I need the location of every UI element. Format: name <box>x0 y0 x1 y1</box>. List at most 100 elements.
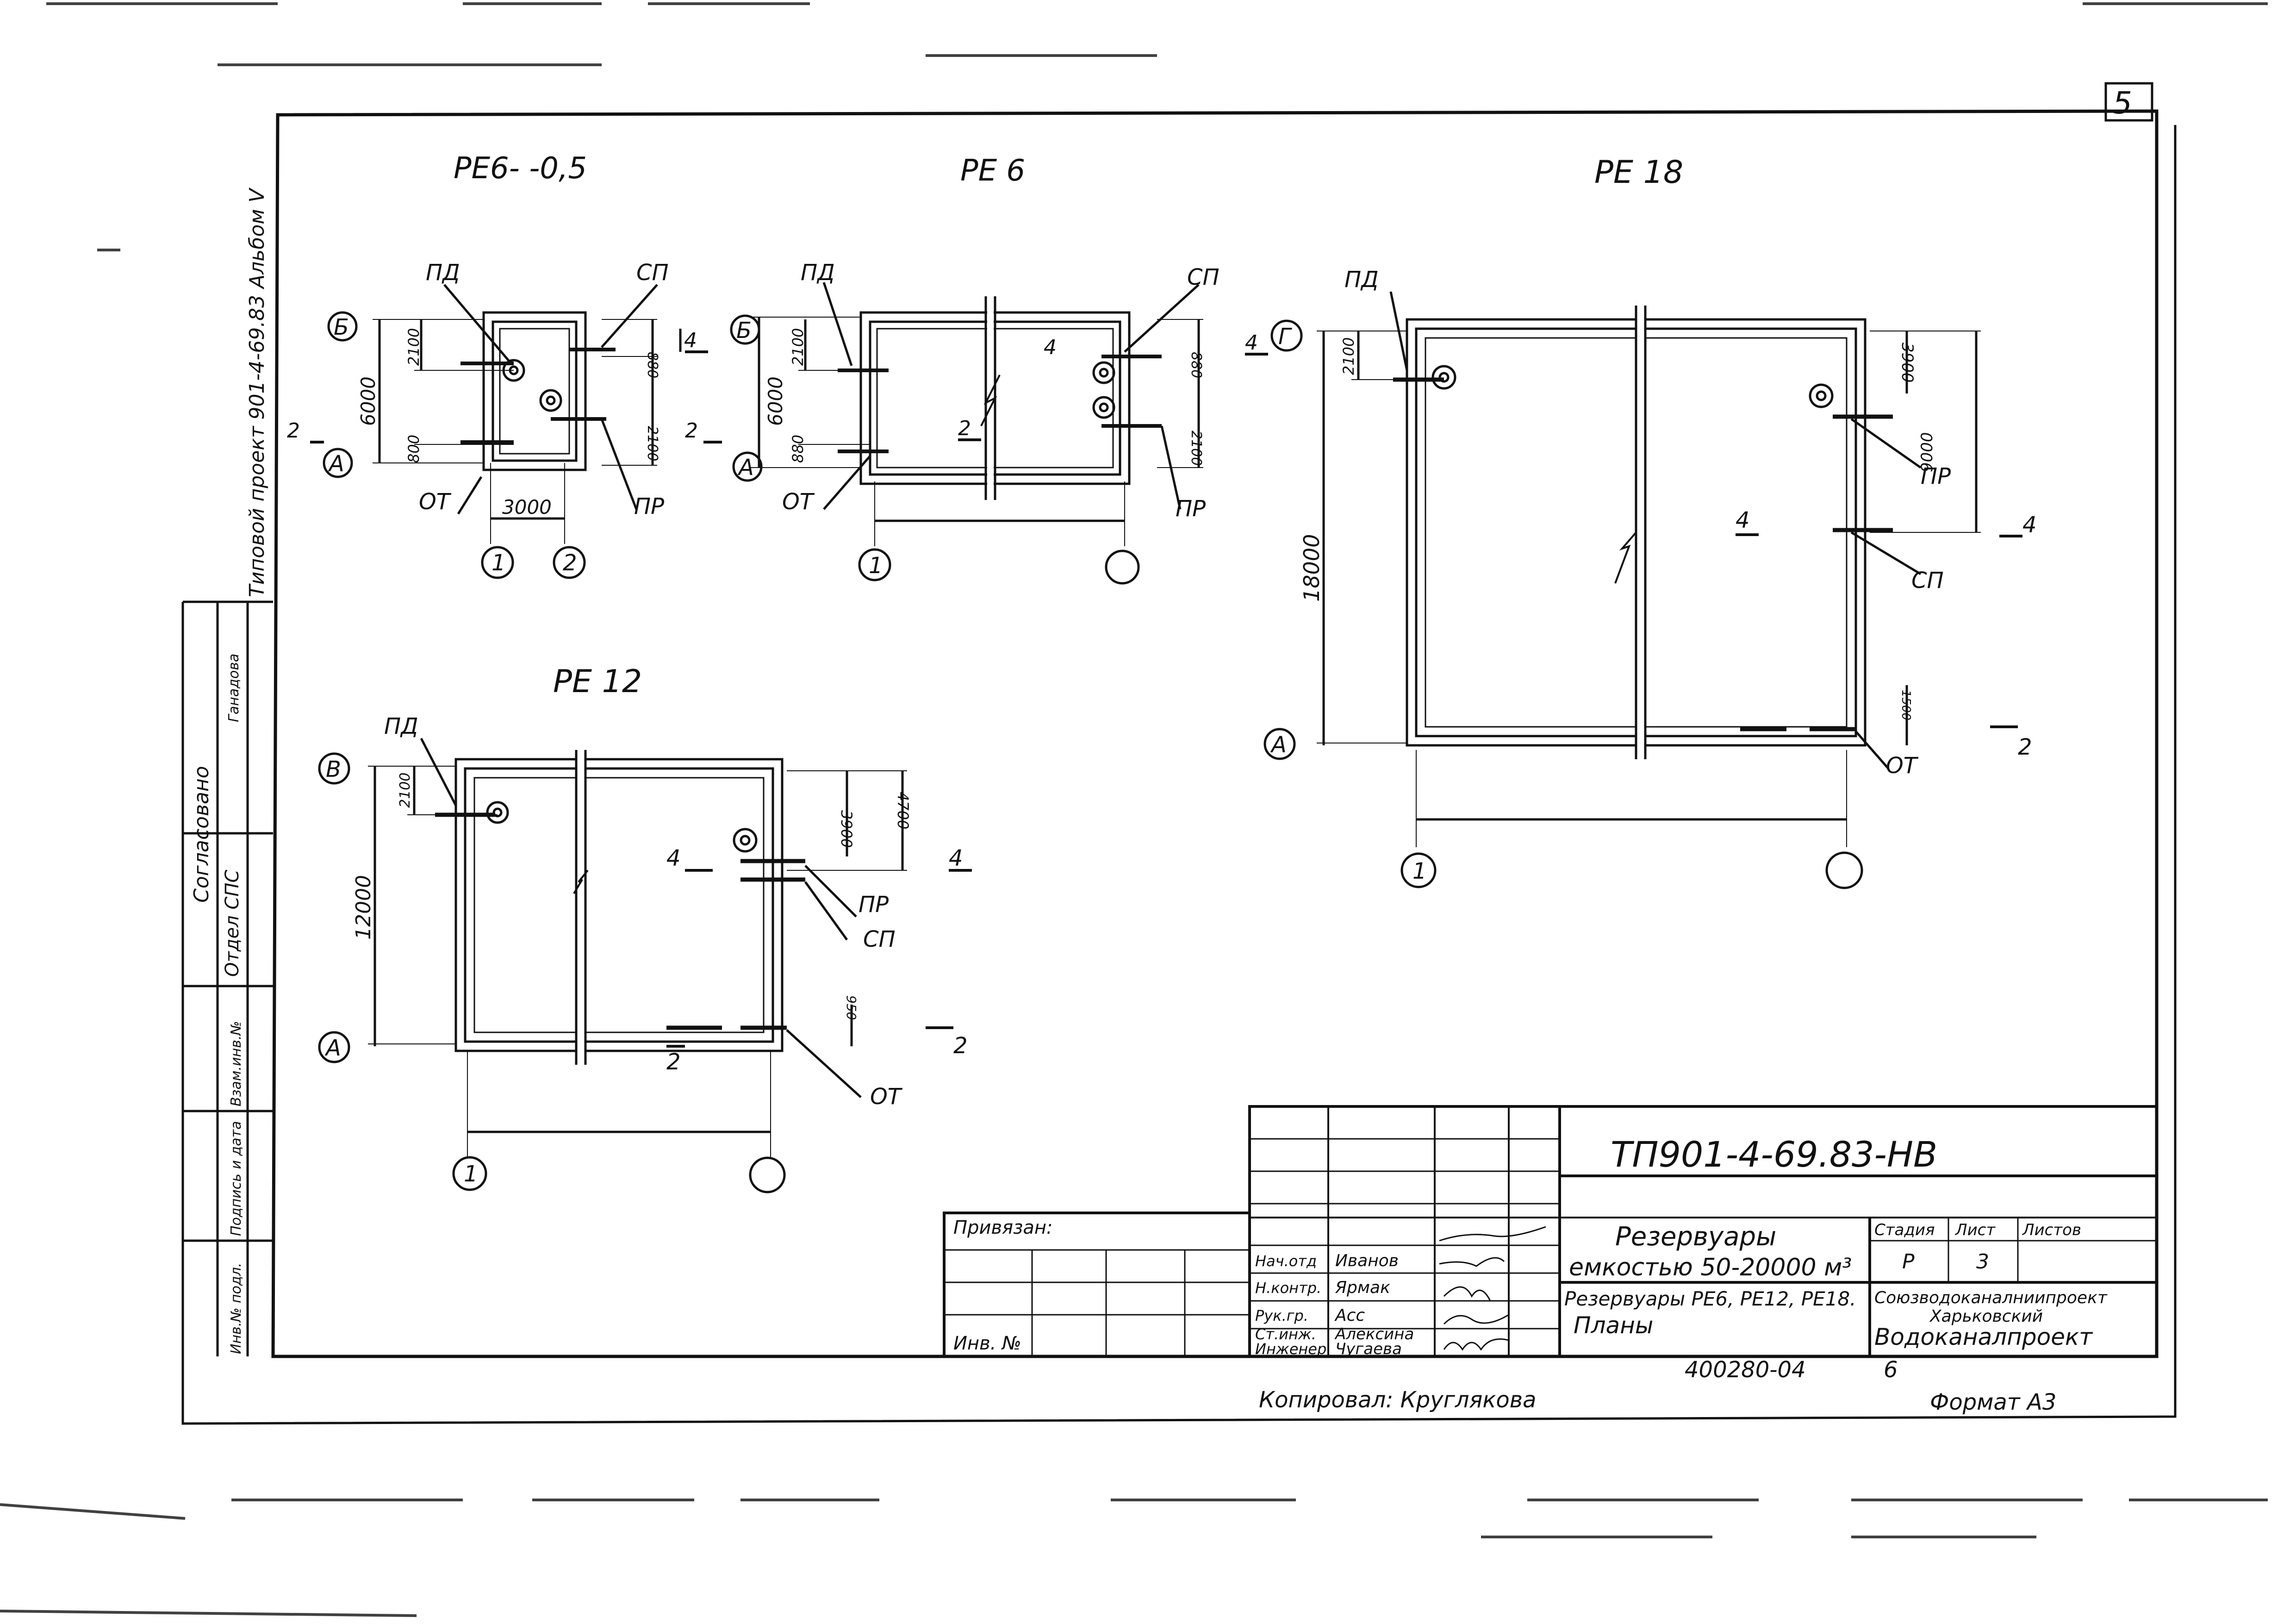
axis-label: А <box>737 455 754 481</box>
dimension-label: 2100 <box>789 328 807 366</box>
side-field-replace: Взам.инв.№ <box>228 1021 244 1106</box>
plan-pe6-05: PE6- -0,5 <box>287 151 708 579</box>
sheet-number: 5 <box>2113 85 2132 121</box>
title-block: ТП901-4-69.83-НВ Привязан: Инв. № Нач.от… <box>943 1105 2158 1415</box>
dimension-label: 3900 <box>1898 343 1916 383</box>
format-label: Формат А3 <box>1930 1389 2056 1415</box>
approval-signature: Ганадова <box>226 654 242 722</box>
callout-pr: ПР <box>1176 496 1206 522</box>
callout-sp: СП <box>1911 568 1944 593</box>
dimension-label: 2100 <box>397 773 413 808</box>
dimension-label: 880 <box>789 435 807 463</box>
dimension-label: 3000 <box>502 496 552 518</box>
section-mark: 4 <box>949 845 963 871</box>
role-label: Ст.инж. <box>1255 1325 1316 1343</box>
plan-title: PE6- -0,5 <box>454 151 587 186</box>
axis-label: Б <box>334 314 349 340</box>
section-mark: 2 <box>2018 734 2032 760</box>
dimension-label: 18000 <box>1299 534 1324 602</box>
stage-value: Р <box>1902 1250 1915 1274</box>
object-name: Резервуары <box>1615 1222 1776 1252</box>
sheet-header: Лист <box>1954 1221 1996 1239</box>
dimension-label: 950 <box>844 995 859 1020</box>
person-name: Ярмак <box>1335 1278 1390 1297</box>
person-name: Иванов <box>1335 1251 1399 1270</box>
callout-sp: СП <box>636 260 669 286</box>
dimension-label: 2100 <box>1340 337 1357 375</box>
plan-title: PE 6 <box>960 154 1025 188</box>
callout-ot: ОТ <box>419 489 452 515</box>
callout-sp: СП <box>1187 264 1220 290</box>
side-project-label: Типовой проект 901-4-69.83 Альбом V <box>245 187 269 597</box>
role-label: Инженер <box>1255 1340 1326 1358</box>
copied-by: Копировал: Круглякова <box>1259 1387 1536 1413</box>
plan-pe12: PE 12 <box>318 663 972 1193</box>
sheet-value: 3 <box>1976 1250 1989 1274</box>
stage-header: Стадия <box>1874 1221 1935 1239</box>
section-mark: 4 <box>684 329 697 352</box>
side-strip: Типовой проект 901-4-69.83 Альбом V Согл… <box>183 187 273 1356</box>
dimension-label: 2100 <box>405 328 423 366</box>
attached-label: Привязан: <box>953 1217 1053 1238</box>
org-name: Харьковский <box>1929 1307 2043 1326</box>
dimension-label: 2100 <box>1188 431 1204 466</box>
axis-label: В <box>326 756 341 782</box>
role-label: Нач.отд <box>1255 1252 1317 1270</box>
archive-sheet: 6 <box>1884 1357 1898 1383</box>
dimension-label: 3900 <box>838 810 855 848</box>
callout-pd: ПД <box>1344 267 1379 293</box>
object-capacity: емкостью 50-20000 м³ <box>1569 1254 1852 1281</box>
callout-pr: ПР <box>859 892 889 918</box>
org-name: Водоканалпроект <box>1874 1324 2093 1350</box>
callout-sp: СП <box>863 926 896 952</box>
role-label: Н.контр. <box>1255 1279 1321 1297</box>
axis-label: 1 <box>464 1161 478 1187</box>
dimension-label: 880 <box>644 352 660 378</box>
dimension-label: 6000 <box>357 376 380 426</box>
axis-label: Б <box>736 318 752 344</box>
axis-label: 1 <box>492 550 506 576</box>
axis-label: 1 <box>869 553 883 579</box>
section-mark: 2 <box>953 1033 968 1059</box>
dimension-label: 2100 <box>644 426 660 461</box>
plan-title: PE 18 <box>1594 154 1683 191</box>
dimension-label: 4700 <box>894 792 912 829</box>
callout-ot: ОТ <box>870 1084 903 1110</box>
person-name: Чугаева <box>1335 1340 1402 1358</box>
axis-label: 2 <box>563 550 577 576</box>
axis-label: Г <box>1278 324 1292 350</box>
dimension-label: 9000 <box>1918 432 1936 472</box>
approval-title: Согласовано <box>190 766 213 903</box>
dimension-label: 12000 <box>352 875 375 940</box>
side-field-inv: Инв.№ подл. <box>228 1263 244 1354</box>
role-label: Рук.гр. <box>1255 1307 1308 1324</box>
callout-pd: ПД <box>801 260 835 286</box>
archive-number: 400280-04 <box>1685 1357 1806 1383</box>
section-mark: 2 <box>666 1049 681 1075</box>
callout-ot: ОТ <box>782 489 815 515</box>
plan-pe6: PE 6 <box>685 154 1268 585</box>
dimension-label: 800 <box>405 435 423 463</box>
inv-label: Инв. № <box>953 1333 1021 1354</box>
axis-label: А <box>324 1035 341 1061</box>
section-mark: 2 <box>685 419 698 443</box>
sheets-header: Листов <box>2022 1221 2081 1239</box>
person-name: Асс <box>1334 1306 1365 1325</box>
section-mark: 4 <box>1044 336 1057 359</box>
side-field-sign: Подпись и дата <box>228 1121 244 1237</box>
section-mark: 4 <box>666 845 681 871</box>
plan-pe18: PE 18 <box>1263 154 2037 889</box>
person-name: Алексина <box>1334 1325 1414 1343</box>
dimension-label: 6000 <box>764 376 787 426</box>
dimension-label: 880 <box>1188 352 1204 378</box>
plan-title: PE 12 <box>553 663 642 700</box>
section-mark: 4 <box>1736 507 1750 533</box>
org-name: Союзводоканалниипроект <box>1874 1288 2108 1307</box>
sheet-name: Планы <box>1574 1312 1653 1339</box>
axis-label: А <box>1270 732 1287 758</box>
doc-code: ТП901-4-69.83-НВ <box>1611 1134 1937 1175</box>
callout-pd: ПД <box>426 260 460 286</box>
callout-ot: ОТ <box>1886 753 1919 779</box>
